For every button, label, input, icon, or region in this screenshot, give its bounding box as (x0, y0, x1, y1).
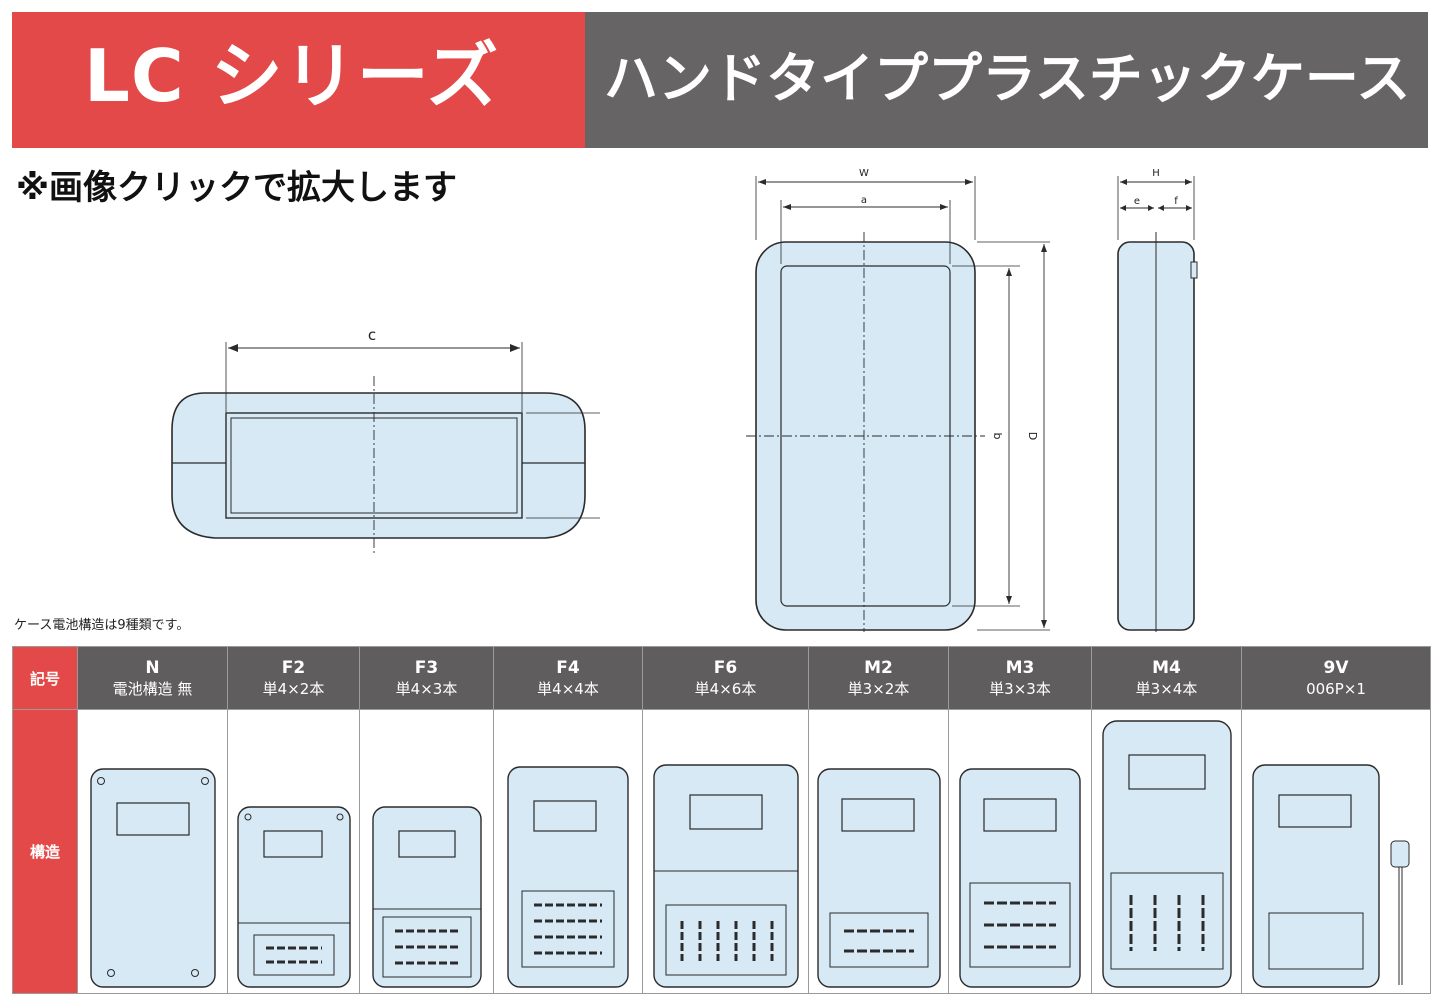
type-code: F3 (414, 658, 439, 678)
structure-cell[interactable] (493, 709, 643, 994)
structure-cell[interactable] (948, 709, 1092, 994)
dim-label-w: W (859, 168, 869, 179)
type-desc: 単3×3本 (989, 680, 1051, 698)
type-code: F4 (556, 658, 580, 678)
type-desc: 単4×3本 (395, 680, 458, 698)
type-desc: 単4×4本 (537, 680, 599, 698)
subtitle-banner (585, 12, 1428, 148)
column-header: F3 単4×3本 (359, 646, 494, 710)
type-code: F6 (713, 658, 738, 678)
structure-cell[interactable] (359, 709, 494, 994)
case-f3-illustration (371, 806, 482, 988)
type-code: F2 (281, 658, 306, 678)
thickness-view-drawing[interactable]: H e f (1105, 160, 1205, 640)
click-to-enlarge-note[interactable]: ※画像クリックで拡大します (16, 168, 458, 208)
dim-label-c: c (368, 326, 376, 344)
type-desc: 単4×6本 (694, 680, 757, 698)
side-view-drawing[interactable]: c d (160, 320, 600, 560)
case-n-illustration (89, 768, 216, 988)
type-code: M4 (1152, 658, 1181, 678)
dim-label-f: f (1174, 196, 1178, 207)
column-header: N 電池構造 無 (77, 646, 228, 710)
type-code: M2 (864, 658, 893, 678)
case-f6-illustration (652, 764, 799, 988)
case-m4-illustration (1101, 720, 1232, 988)
series-title: LC シリーズ (84, 34, 500, 118)
column-header: 9V 006P×1 (1241, 646, 1431, 710)
structure-cell[interactable] (808, 709, 949, 994)
type-desc: 単3×2本 (847, 680, 910, 698)
structure-cell[interactable] (1241, 709, 1431, 994)
dim-label-a: a (861, 195, 867, 206)
dim-label-h: H (1152, 168, 1160, 179)
case-f4-illustration (507, 766, 629, 988)
type-code: 9V (1323, 658, 1349, 678)
column-header: F6 単4×6本 (642, 646, 809, 710)
column-header: F4 単4×4本 (493, 646, 643, 710)
column-header: M4 単3×4本 (1091, 646, 1242, 710)
symbol-header: 記号 (12, 646, 78, 710)
case-m2-illustration (816, 768, 941, 988)
dim-label-e: e (1134, 196, 1140, 207)
case-9v-illustration (1252, 764, 1410, 988)
column-header: M2 単3×2本 (808, 646, 949, 710)
front-view-drawing[interactable]: W a b D (740, 160, 1060, 640)
battery-structure-table: 記号 N 電池構造 無 F2 単4×2本 F3 単4×3本 F4 単4×4本 F6 単4×… (12, 646, 1431, 994)
series-subtitle: ハンドタイププラスチックケース (604, 47, 1411, 110)
structure-cell[interactable] (1091, 709, 1242, 994)
case-m3-illustration (959, 768, 1081, 988)
type-desc: 電池構造 無 (112, 680, 193, 698)
column-header: M3 単3×3本 (948, 646, 1092, 710)
case-f2-illustration (236, 806, 351, 988)
title-banner (12, 12, 585, 148)
column-header: F2 単4×2本 (227, 646, 360, 710)
type-code: M3 (1005, 658, 1035, 678)
structure-cell[interactable] (642, 709, 809, 994)
type-code: N (145, 658, 160, 678)
type-desc: 006P×1 (1306, 680, 1366, 698)
structure-header: 構造 (12, 709, 78, 994)
type-desc: 単4×2本 (262, 680, 325, 698)
dim-label-depth: D (1026, 432, 1039, 440)
structure-cell[interactable] (227, 709, 360, 994)
structure-cell[interactable] (77, 709, 228, 994)
type-desc: 単3×4本 (1135, 680, 1198, 698)
battery-structure-note: ケース電池構造は9種類です。 (14, 618, 190, 633)
dim-label-b: b (991, 433, 1004, 440)
